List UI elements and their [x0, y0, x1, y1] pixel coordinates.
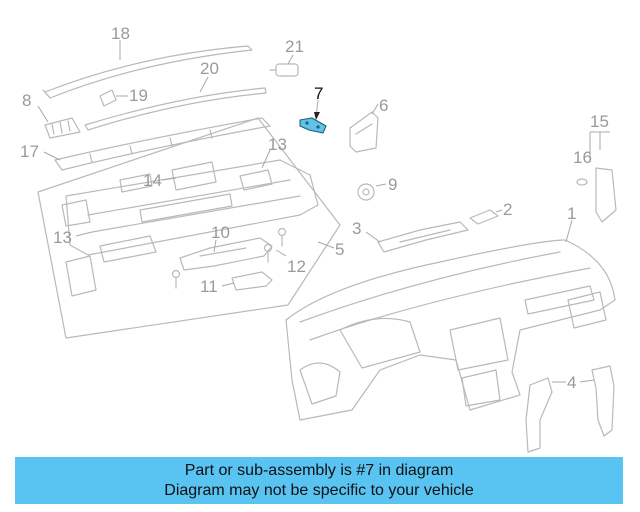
- part-16-clip: [576, 178, 588, 186]
- part-1-instrument-panel: [285, 239, 616, 421]
- callout-13-top: 13: [268, 135, 287, 154]
- part-20-strip: [84, 87, 267, 131]
- banner-line-2: Diagram may not be specific to your vehi…: [164, 482, 474, 499]
- part-21-sensor: [269, 63, 299, 77]
- callout-19: 19: [129, 86, 148, 105]
- callout-2: 2: [503, 200, 512, 219]
- callout-14: 14: [143, 171, 162, 190]
- callout-13-left: 13: [53, 228, 72, 247]
- callout-15: 15: [590, 112, 609, 131]
- part-6-bracket: [349, 111, 379, 153]
- callout-3: 3: [352, 219, 361, 238]
- part-3-brace: [377, 221, 469, 253]
- part-4-side-ducts: [525, 365, 615, 453]
- callout-6: 6: [379, 96, 388, 115]
- banner-line-1: Part or sub-assembly is #7 in diagram: [184, 462, 454, 479]
- callout-1: 1: [567, 204, 576, 223]
- callout-21: 21: [285, 37, 304, 56]
- part-5-assembly-frame: [37, 117, 341, 339]
- parts-diagram: 18 21 20 19 8 17 7 6: [20, 24, 617, 453]
- callout-20: 20: [200, 59, 219, 78]
- callout-12: 12: [287, 257, 306, 276]
- part-8-nozzle: [44, 117, 81, 139]
- callout-9: 9: [388, 175, 397, 194]
- callout-5: 5: [335, 240, 344, 259]
- part-12-bolts: [171, 227, 287, 289]
- part-15-side-cover: [595, 167, 617, 223]
- part-11-bracket: [231, 271, 273, 291]
- callout-11: 11: [200, 277, 218, 296]
- part-9-grommet: [357, 183, 375, 201]
- part-10-bracket: [179, 237, 273, 271]
- callout-16: 16: [573, 148, 592, 167]
- callout-8: 8: [22, 91, 31, 110]
- part-17-duct: [54, 117, 271, 171]
- callout-10: 10: [211, 223, 230, 242]
- callout-7: 7: [314, 84, 323, 103]
- part-18-garnish: [42, 45, 253, 99]
- part-7-highlighted-bracket: [299, 117, 327, 134]
- info-banner: Part or sub-assembly is #7 in diagram Di…: [15, 457, 623, 504]
- callout-17: 17: [20, 142, 39, 161]
- callout-18: 18: [111, 24, 130, 43]
- part-19-clip: [99, 89, 117, 107]
- callout-4: 4: [567, 373, 576, 392]
- part-2-bracket: [469, 209, 499, 225]
